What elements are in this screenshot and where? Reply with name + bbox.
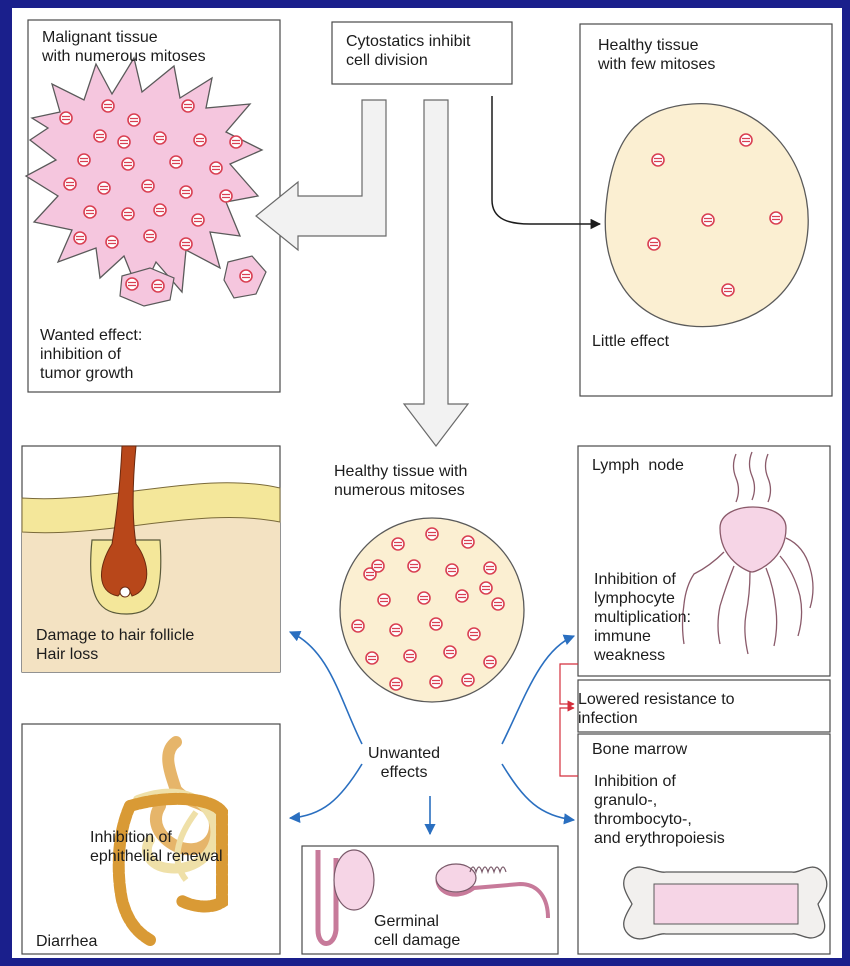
mitosis-marker (230, 136, 242, 148)
arrow-down-center (404, 100, 468, 446)
center-top-text: Cytostatics inhibit cell division (346, 32, 471, 70)
mitosis-marker (180, 238, 192, 250)
mitosis-marker (194, 134, 206, 146)
mitosis-marker (182, 100, 194, 112)
mitosis-marker (154, 204, 166, 216)
mitosis-marker (128, 114, 140, 126)
mitosis-marker (492, 598, 504, 610)
mitosis-marker (430, 676, 442, 688)
mitosis-marker (418, 592, 430, 604)
mitosis-marker (102, 100, 114, 112)
mitosis-marker (426, 528, 438, 540)
mitosis-marker (118, 136, 130, 148)
mitosis-marker (462, 536, 474, 548)
mitosis-marker (652, 154, 664, 166)
mitosis-marker (390, 678, 402, 690)
mitosis-marker (648, 238, 660, 250)
mitosis-marker (462, 674, 474, 686)
mitosis-marker (404, 650, 416, 662)
bone-marrow-illustration (624, 867, 827, 939)
mitosis-marker (94, 130, 106, 142)
mitosis-marker (468, 628, 480, 640)
mitosis-marker (154, 132, 166, 144)
mitosis-marker (722, 284, 734, 296)
malignant-tissue-blob (26, 58, 262, 296)
mitosis-marker (446, 564, 458, 576)
mitosis-marker (480, 582, 492, 594)
mitosis-marker (98, 182, 110, 194)
lymph-title: Lymph node (592, 456, 684, 475)
resistance-text: Lowered resistance to infection (578, 690, 735, 728)
malignant-effect: Wanted effect: inhibition of tumor growt… (40, 326, 142, 383)
mitosis-marker (210, 162, 222, 174)
healthy-few-effect: Little effect (592, 332, 669, 351)
malignant-title: Malignant tissue with numerous mitoses (42, 28, 206, 66)
mitosis-marker (484, 562, 496, 574)
mitosis-marker (142, 180, 154, 192)
mitosis-marker (378, 594, 390, 606)
mitosis-marker (366, 652, 378, 664)
red-connector-marrow (560, 708, 578, 776)
mitosis-marker (74, 232, 86, 244)
mitosis-marker (192, 214, 204, 226)
mitosis-marker (408, 560, 420, 572)
lymph-caption: Inhibition of lymphocyte multiplication:… (594, 570, 691, 665)
mitosis-marker (430, 618, 442, 630)
mitosis-marker (484, 656, 496, 668)
mitosis-marker (220, 190, 232, 202)
mitosis-marker (152, 280, 164, 292)
mitosis-marker (126, 278, 138, 290)
blue-arrow-intestine (290, 764, 362, 818)
mitosis-marker (352, 620, 364, 632)
arrow-to-malignant (256, 100, 386, 250)
healthy-few-title: Healthy tissue with few mitoses (598, 36, 715, 74)
mitosis-marker (78, 154, 90, 166)
intestine-effect: Diarrhea (36, 932, 97, 951)
mitosis-marker (180, 186, 192, 198)
mitosis-marker (390, 624, 402, 636)
mitosis-marker (392, 538, 404, 550)
hair-caption: Damage to hair follicle Hair loss (36, 626, 194, 664)
mitosis-marker (170, 156, 182, 168)
mitosis-marker (106, 236, 118, 248)
mitosis-marker (144, 230, 156, 242)
mitosis-marker (64, 178, 76, 190)
mitosis-marker (444, 646, 456, 658)
mitosis-marker (740, 134, 752, 146)
blue-arrow-marrow (502, 764, 574, 820)
healthy-numerous-title: Healthy tissue with numerous mitoses (334, 462, 467, 500)
mitosis-marker (240, 270, 252, 282)
mitosis-marker (60, 112, 72, 124)
marrow-caption: Inhibition of granulo-, thrombocyto-, an… (594, 772, 725, 848)
unwanted-effects-text: Unwanted effects (368, 744, 440, 782)
mitosis-marker (84, 206, 96, 218)
intestine-caption: Inhibition of ephithelial renewal (90, 828, 223, 866)
mitosis-marker (702, 214, 714, 226)
arrow-to-healthy-few (492, 96, 600, 224)
mitosis-marker (456, 590, 468, 602)
marrow-title: Bone marrow (592, 740, 687, 759)
mitosis-marker (372, 560, 384, 572)
mitosis-marker (122, 208, 134, 220)
red-connector-lymph (560, 664, 578, 704)
germinal-caption: Germinal cell damage (374, 912, 460, 950)
lymph-node-illustration (683, 452, 814, 654)
mitosis-marker (122, 158, 134, 170)
mitosis-marker (770, 212, 782, 224)
